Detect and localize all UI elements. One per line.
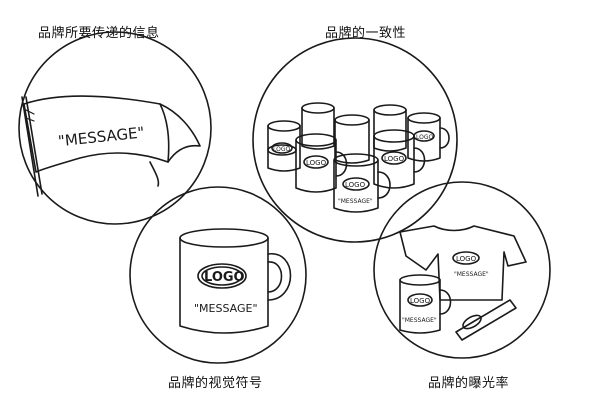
mug-logo-text: LOGO (273, 146, 291, 153)
mug-front: LOGO "MESSAGE" (333, 153, 391, 213)
mug-back-4 (373, 104, 407, 152)
mug-left-small: LOGO (267, 142, 297, 156)
mug-back-right (407, 112, 450, 162)
big-mug-logo-oval (197, 263, 247, 289)
consistency-mugs-vignette: LOGO LOGO LOGO LOGO LOGO (252, 37, 458, 243)
visual-symbol-mug-vignette: LOGO "MESSAGE" (129, 186, 307, 364)
vignette-circle-consistency (252, 37, 458, 243)
mug-logo-text: LOGO (384, 155, 405, 163)
mug-mid-1: LOGO (295, 133, 348, 193)
big-mug-rim (179, 228, 269, 248)
merch-mug-message-text: "MESSAGE" (402, 317, 437, 324)
mug-back-left (267, 120, 301, 172)
vignette-circle-exposure (373, 181, 551, 359)
flag-tie (25, 109, 35, 122)
message-flag-vignette: "MESSAGE" (18, 31, 212, 225)
tshirt-message-text: "MESSAGE" (454, 271, 489, 278)
vignette-circle-visual-symbol (129, 186, 307, 364)
mug-front-message: "MESSAGE" (338, 198, 373, 205)
big-mug-logo-oval-inner (201, 266, 243, 286)
mug-back-3 (334, 114, 370, 164)
mug-back-2 (301, 102, 335, 150)
tshirt-outline (399, 225, 527, 301)
tshirt-logo-text: LOGO (456, 255, 477, 263)
vignette-circle-message (18, 31, 212, 225)
merch-pen-logo-oval (462, 314, 482, 330)
merch-mug-handle (439, 289, 452, 315)
mug-logo-text: LOGO (416, 134, 434, 141)
merch-pen (455, 299, 517, 341)
big-mug-logo-text: LOGO (204, 270, 245, 285)
big-mug-handle-inner (267, 261, 283, 293)
merch-mug-rim (399, 274, 441, 286)
flag-pole (21, 96, 39, 197)
merch-mug-logo-oval (407, 293, 433, 307)
mug-right-small: LOGO (413, 130, 435, 142)
mug-logo-text: LOGO (306, 159, 327, 167)
caption-brand-visual-symbol: 品牌的视觉符号 (168, 376, 263, 391)
merch-mug-logo-text: LOGO (410, 297, 431, 305)
flag-message-text: "MESSAGE" (57, 123, 145, 150)
flag-tail (159, 103, 201, 163)
caption-brand-exposure: 品牌的曝光率 (428, 376, 510, 391)
caption-brand-consistency: 品牌的一致性 (325, 26, 407, 41)
flag-fold (149, 161, 160, 187)
exposure-merch-vignette: LOGO "MESSAGE" LOGO "MESSAGE" (373, 181, 551, 359)
big-mug-message-text: "MESSAGE" (194, 302, 258, 315)
tshirt-logo-oval (452, 251, 480, 265)
flag-pole-back (25, 96, 43, 195)
merch-mug-body (399, 279, 441, 334)
big-mug-body (179, 237, 269, 334)
big-mug-handle-outer (267, 253, 292, 301)
mug-front-logo: LOGO (345, 181, 366, 189)
